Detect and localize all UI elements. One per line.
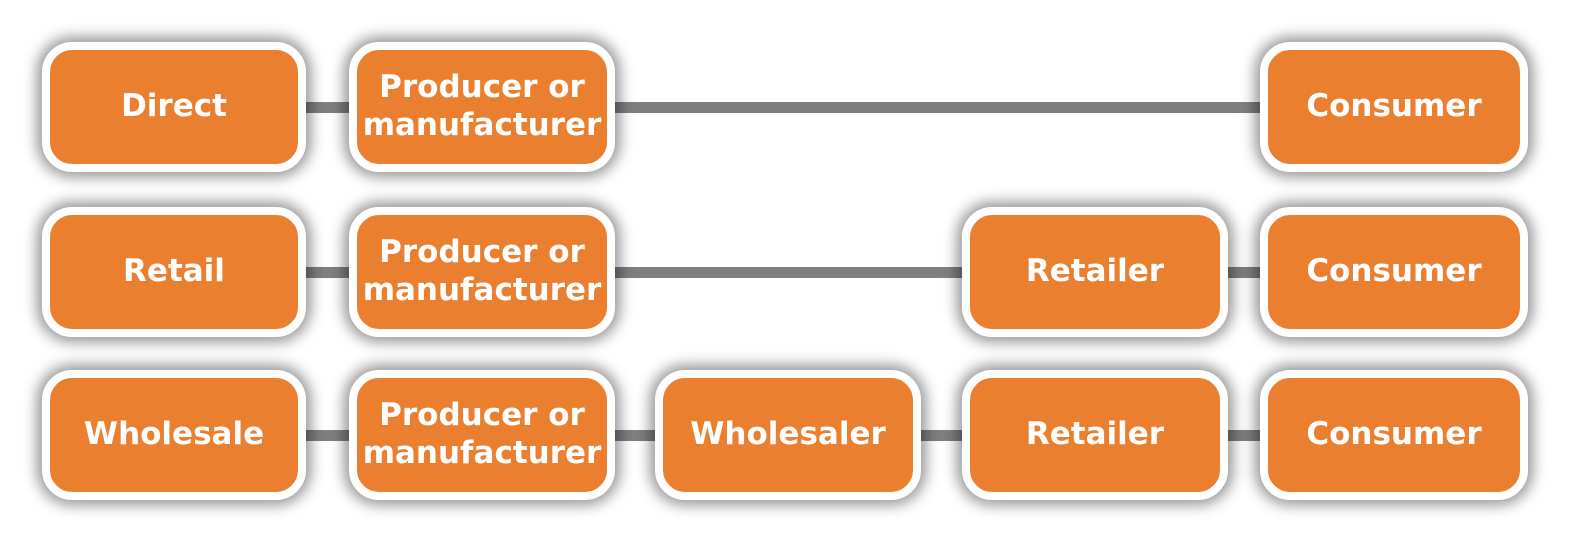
- connector-line: [610, 267, 972, 278]
- channel-row-direct: Direct Producer or manufacturer Consumer: [0, 42, 1579, 172]
- connector-line: [1222, 430, 1270, 441]
- consumer-label: Consumer: [1306, 88, 1482, 125]
- connector-line: [1222, 267, 1270, 278]
- channel-label-box: Wholesale: [42, 370, 306, 500]
- producer-label: Producer or manufacturer: [362, 234, 602, 308]
- retailer-label: Retailer: [1025, 416, 1165, 453]
- retailer-label: Retailer: [1025, 253, 1165, 290]
- channel-label: Wholesale: [83, 416, 265, 453]
- retailer-box: Retailer: [962, 207, 1228, 337]
- consumer-box: Consumer: [1260, 42, 1528, 172]
- consumer-label: Consumer: [1306, 416, 1482, 453]
- connector-line: [300, 102, 360, 113]
- consumer-box: Consumer: [1260, 370, 1528, 500]
- connector-line: [300, 267, 360, 278]
- wholesaler-box: Wholesaler: [655, 370, 921, 500]
- channel-label: Direct: [121, 88, 227, 125]
- connector-line: [300, 430, 360, 441]
- producer-box: Producer or manufacturer: [349, 42, 615, 172]
- producer-box: Producer or manufacturer: [349, 207, 615, 337]
- channel-row-retail: Retail Producer or manufacturer Retailer…: [0, 207, 1579, 337]
- producer-label: Producer or manufacturer: [362, 69, 602, 143]
- channel-label: Retail: [123, 253, 225, 290]
- producer-box: Producer or manufacturer: [349, 370, 615, 500]
- connector-line: [610, 102, 1270, 113]
- wholesaler-label: Wholesaler: [690, 416, 886, 453]
- connector-line: [610, 430, 666, 441]
- consumer-box: Consumer: [1260, 207, 1528, 337]
- connector-line: [916, 430, 972, 441]
- channel-label-box: Direct: [42, 42, 306, 172]
- channel-label-box: Retail: [42, 207, 306, 337]
- producer-label: Producer or manufacturer: [362, 397, 602, 471]
- retailer-box: Retailer: [962, 370, 1228, 500]
- channel-row-wholesale: Wholesale Producer or manufacturer Whole…: [0, 370, 1579, 500]
- consumer-label: Consumer: [1306, 253, 1482, 290]
